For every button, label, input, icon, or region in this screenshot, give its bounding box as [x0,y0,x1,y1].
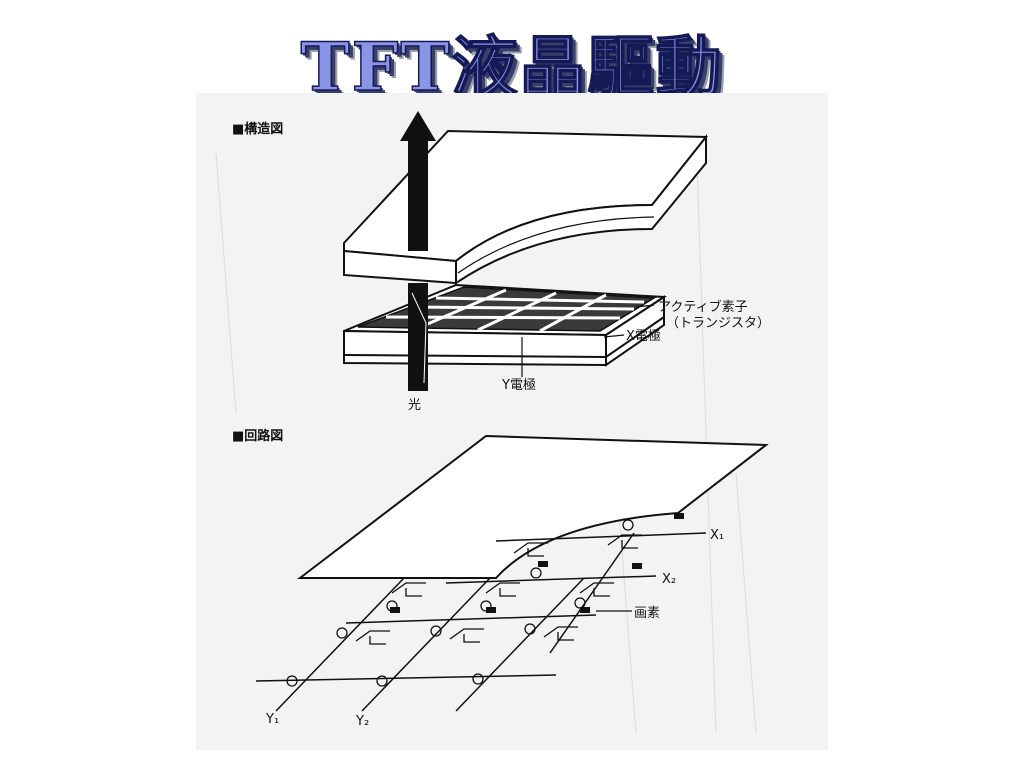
label-transistor: （トランジスタ） [666,316,770,331]
pixel-capacitors [390,513,684,613]
transistor-cells [286,519,642,687]
label-active-element: アクティブ素子 [658,299,748,315]
y-lines [275,532,635,712]
x-lines [255,532,707,682]
label-y1: Y₁ [265,712,279,727]
label-x2: X₂ [662,572,676,587]
label-x1: X₁ [710,528,724,543]
tft-diagram: ■構造図 アクティブ素子 （ [215,111,770,734]
circuit-top-plane [297,434,769,579]
label-pixel: 画素 [634,606,660,621]
label-y-electrode: Y電極 [501,377,536,393]
label-light: 光 [408,398,421,413]
light-arrow [400,111,436,391]
label-y2: Y₂ [355,714,369,729]
active-matrix-grid [357,286,657,333]
circuit-heading: ■回路図 [232,428,283,444]
scanned-figure: ■構造図 アクティブ素子 （ [196,93,828,750]
structure-heading: ■構造図 [232,121,283,137]
top-glass-plate [343,129,709,285]
label-x-electrode: X電極 [626,328,661,344]
